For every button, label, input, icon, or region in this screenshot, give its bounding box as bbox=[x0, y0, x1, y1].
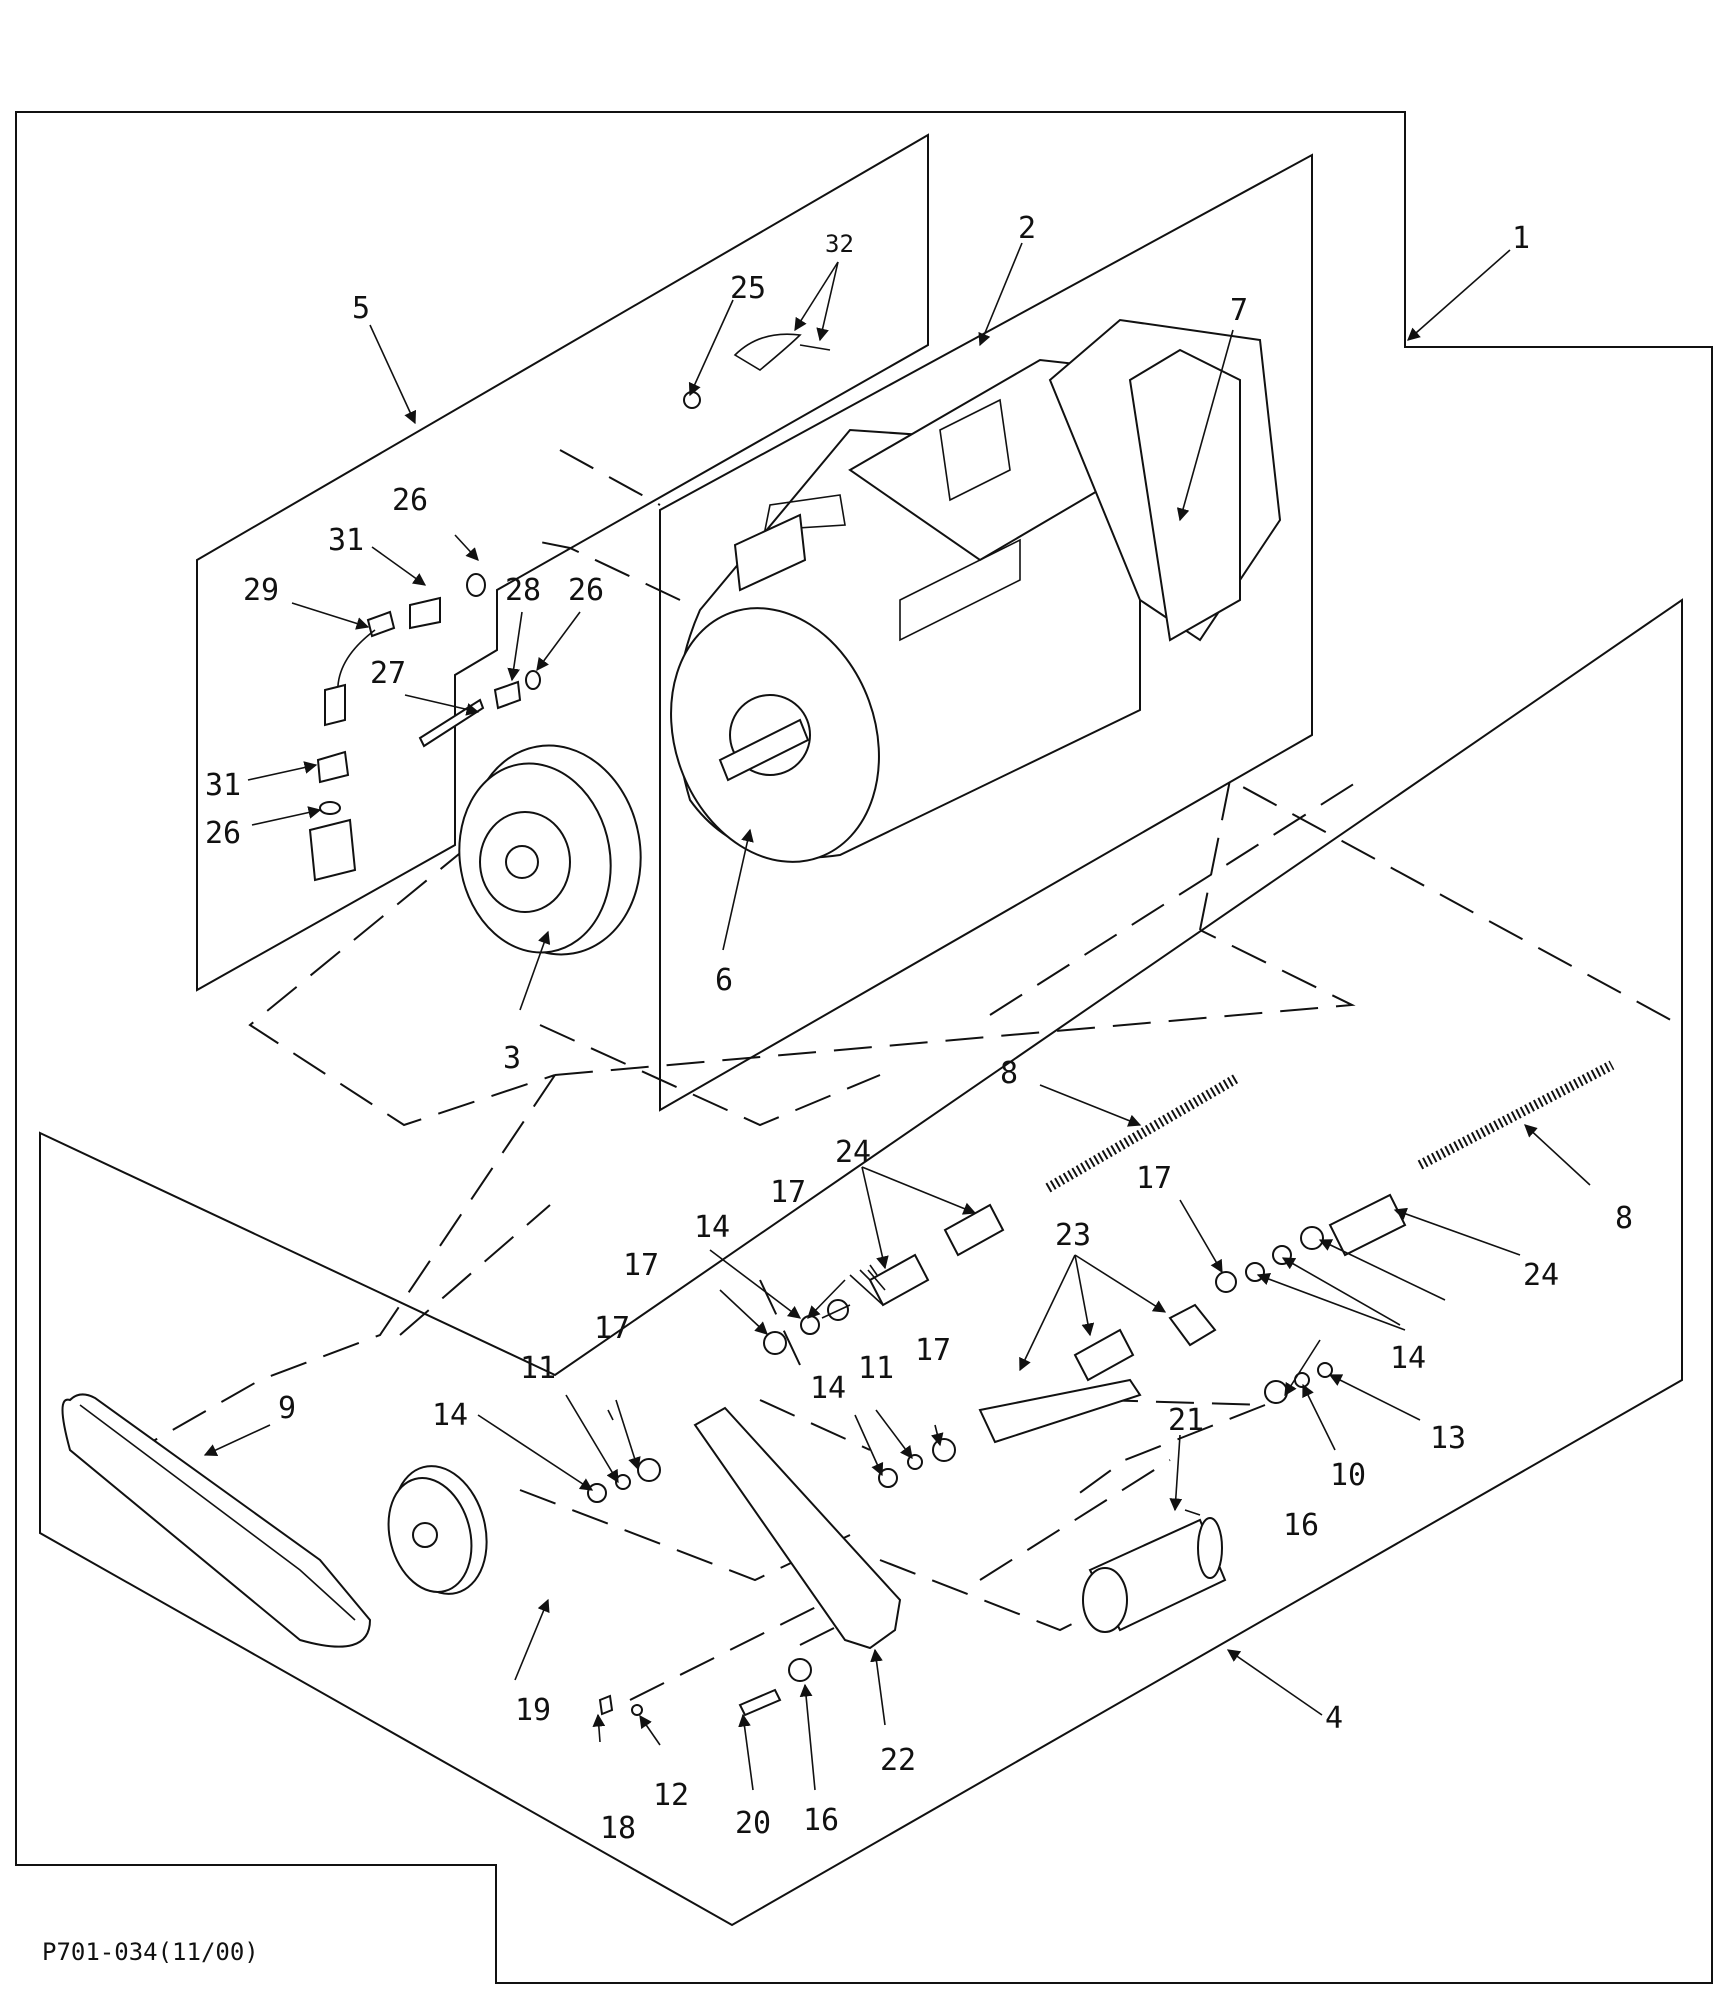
callout-28: 28 bbox=[505, 573, 541, 608]
panel-housing-group bbox=[659, 153, 1313, 1112]
motor-housing bbox=[670, 318, 1282, 863]
callout-8b: 8 bbox=[1615, 1201, 1633, 1236]
callout-14a: 14 bbox=[432, 1398, 468, 1433]
callout-23: 23 bbox=[1055, 1218, 1091, 1253]
panel-valve-group bbox=[196, 133, 929, 992]
callout-26a: 26 bbox=[392, 483, 428, 518]
callout-8a: 8 bbox=[1000, 1056, 1018, 1091]
outer-frame bbox=[15, 111, 1713, 1984]
callout-24b: 24 bbox=[1523, 1258, 1559, 1293]
callout-26b: 26 bbox=[568, 573, 604, 608]
callout-17d: 17 bbox=[915, 1333, 951, 1368]
drive-pulley bbox=[387, 1465, 488, 1595]
callout-19: 19 bbox=[515, 1693, 551, 1728]
callout-31b: 31 bbox=[205, 768, 241, 803]
threaded-rod-right bbox=[1417, 1060, 1615, 1170]
leader-lines bbox=[203, 242, 1591, 1791]
callout-24a: 24 bbox=[835, 1135, 871, 1170]
mounting-plate bbox=[693, 1406, 902, 1650]
callout-25: 25 bbox=[730, 271, 766, 306]
hardware bbox=[587, 1226, 1333, 1717]
assembly-lines bbox=[119, 449, 1681, 1701]
callout-6: 6 bbox=[715, 963, 733, 998]
callout-4: 4 bbox=[1325, 1701, 1343, 1736]
callout-11b: 11 bbox=[858, 1351, 894, 1386]
drive-belt bbox=[61, 1393, 372, 1648]
callout-10: 10 bbox=[1330, 1458, 1366, 1493]
callout-31a: 31 bbox=[328, 523, 364, 558]
callout-21: 21 bbox=[1168, 1403, 1204, 1438]
callout-26c: 26 bbox=[205, 816, 241, 851]
drawing-code: P701-034(11/00) bbox=[42, 1938, 259, 1966]
callout-14b: 14 bbox=[694, 1210, 730, 1245]
callout-7: 7 bbox=[1230, 293, 1248, 328]
callout-17e: 17 bbox=[1136, 1161, 1172, 1196]
callout-17c: 17 bbox=[594, 1311, 630, 1346]
callout-14c: 14 bbox=[810, 1371, 846, 1406]
clutch-pulley bbox=[458, 744, 642, 956]
callout-32: 32 bbox=[825, 230, 854, 258]
motor bbox=[1082, 1517, 1227, 1633]
callout-1: 1 bbox=[1512, 221, 1530, 256]
spacers bbox=[868, 1193, 1407, 1382]
callout-27: 27 bbox=[370, 656, 406, 691]
valve-fittings bbox=[308, 333, 831, 882]
callout-16b: 16 bbox=[803, 1803, 839, 1838]
callout-5: 5 bbox=[352, 291, 370, 326]
callout-29: 29 bbox=[243, 573, 279, 608]
callout-17a: 17 bbox=[623, 1248, 659, 1283]
callout-17b: 17 bbox=[770, 1175, 806, 1210]
callout-labels: 1 2 3 4 5 6 7 8 8 9 10 11 11 12 13 14 14… bbox=[205, 211, 1633, 1846]
threaded-rod-left bbox=[1045, 1073, 1240, 1193]
panel-base-group bbox=[39, 598, 1683, 1927]
callout-3: 3 bbox=[503, 1041, 521, 1076]
callout-14d: 14 bbox=[1390, 1341, 1426, 1376]
bracket bbox=[978, 1378, 1142, 1444]
callout-16a: 16 bbox=[1283, 1508, 1319, 1543]
callout-2: 2 bbox=[1018, 211, 1036, 246]
callout-11a: 11 bbox=[520, 1351, 556, 1386]
callout-9: 9 bbox=[278, 1391, 296, 1426]
callout-20: 20 bbox=[735, 1806, 771, 1841]
callout-13: 13 bbox=[1430, 1421, 1466, 1456]
callout-22: 22 bbox=[880, 1743, 916, 1778]
callout-12: 12 bbox=[653, 1778, 689, 1813]
callout-18: 18 bbox=[600, 1811, 636, 1846]
